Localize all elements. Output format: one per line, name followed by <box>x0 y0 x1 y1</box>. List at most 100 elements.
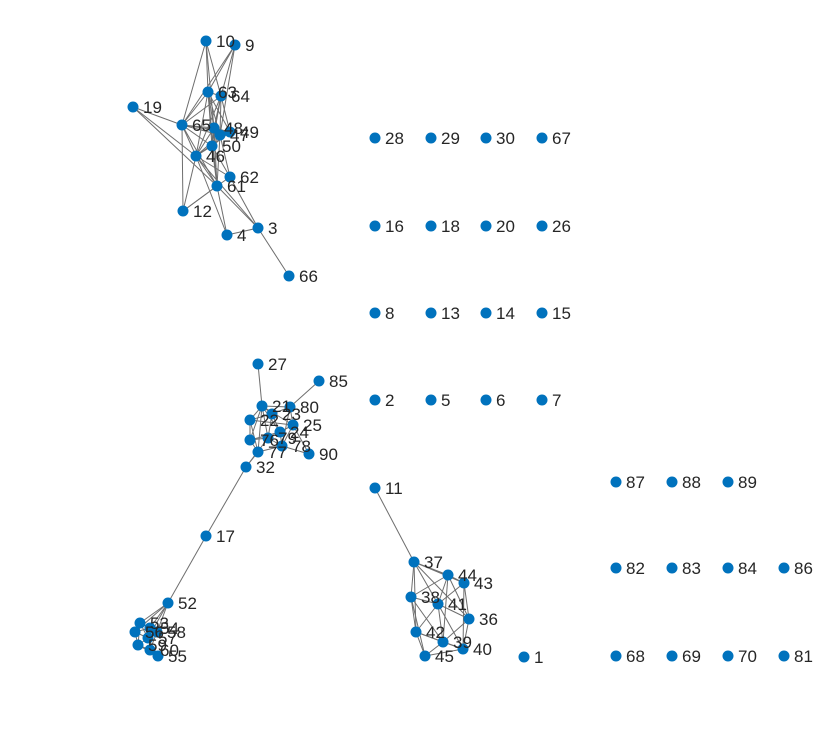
node-85 <box>313 375 325 387</box>
edge-9-63 <box>207 44 236 93</box>
node-label-53: 53 <box>150 614 169 633</box>
node-layer <box>127 35 790 663</box>
node-label-19: 19 <box>143 98 162 117</box>
edge-c1-c8 <box>257 405 263 453</box>
edge-10-65 <box>181 40 207 126</box>
node-41 <box>432 598 444 610</box>
node-label-54: 54 <box>160 619 179 638</box>
node-26 <box>536 220 548 232</box>
edge-61-3 <box>216 185 259 229</box>
node-44 <box>442 569 454 581</box>
node-label-27: 27 <box>268 355 287 374</box>
node-label-14: 14 <box>496 304 515 323</box>
edge-19-46 <box>132 106 197 157</box>
node-20 <box>480 220 492 232</box>
node-label-16: 16 <box>385 217 404 236</box>
node-37 <box>408 556 420 568</box>
node-46 <box>190 150 202 162</box>
node-label-67: 67 <box>552 129 571 148</box>
node-86 <box>778 562 790 574</box>
node-label-43: 43 <box>474 574 493 593</box>
node-label-79: 79 <box>278 429 297 448</box>
node-25 <box>287 419 299 431</box>
node-4 <box>221 229 233 241</box>
node-label-88: 88 <box>682 473 701 492</box>
node-55 <box>152 650 164 662</box>
node-57 <box>142 632 154 644</box>
node-label-30: 30 <box>496 129 515 148</box>
edge-44-39 <box>442 574 449 643</box>
node-label-64: 64 <box>231 87 250 106</box>
edge-3-66 <box>257 227 290 277</box>
edge-27-c1 <box>257 363 263 407</box>
edge-12-61 <box>182 185 218 212</box>
edge-41-36 <box>437 603 470 620</box>
node-label-20: 20 <box>496 217 515 236</box>
edge-10-48 <box>205 40 215 129</box>
node-label-47: 47 <box>230 126 249 145</box>
node-label-21: 21 <box>272 397 291 416</box>
edge-47-61 <box>216 134 221 187</box>
node-label-84: 84 <box>738 559 757 578</box>
node-66 <box>283 270 295 282</box>
node-11 <box>369 482 381 494</box>
node-label-59: 59 <box>148 636 167 655</box>
edge-9-47 <box>219 44 236 136</box>
edge-44-36 <box>447 574 470 620</box>
node-label-63: 63 <box>218 83 237 102</box>
node-15 <box>536 307 548 319</box>
node-label-50: 50 <box>222 137 241 156</box>
node-63 <box>202 86 214 98</box>
node-87 <box>610 476 622 488</box>
node-45 <box>419 650 431 662</box>
node-label-28: 28 <box>385 129 404 148</box>
edge-41-40 <box>437 603 464 650</box>
node-label-81: 81 <box>794 647 813 666</box>
edge-63-49 <box>207 91 231 133</box>
node-label-78: 78 <box>292 437 311 456</box>
node-89 <box>722 476 734 488</box>
node-3 <box>252 222 264 234</box>
node-47 <box>214 129 226 141</box>
node-label-7: 7 <box>552 391 561 410</box>
edge-63-46 <box>195 91 209 157</box>
edge-64-46 <box>195 95 222 157</box>
node-23 <box>266 408 278 420</box>
edge-63-65 <box>181 91 209 126</box>
node-42 <box>410 626 422 638</box>
node-69 <box>666 650 678 662</box>
node-label-15: 15 <box>552 304 571 323</box>
node-90 <box>303 448 315 460</box>
edge-61-4 <box>216 185 228 236</box>
node-label-68: 68 <box>626 647 645 666</box>
node-65 <box>176 119 188 131</box>
edge-65-12 <box>181 124 184 212</box>
edge-46-62 <box>195 155 231 178</box>
node-label-49: 49 <box>240 123 259 142</box>
node-32 <box>240 461 252 473</box>
edge-46-3 <box>195 155 259 229</box>
edge-11-37 <box>374 487 415 563</box>
node-label-17: 17 <box>216 527 235 546</box>
edge-52-b1 <box>139 602 169 624</box>
edge-46-12 <box>182 155 197 212</box>
node-label-6: 6 <box>496 391 505 410</box>
edge-65-46 <box>181 124 197 157</box>
node-label-41: 41 <box>448 595 467 614</box>
edge-43-41 <box>437 582 465 605</box>
node-61 <box>211 180 223 192</box>
edge-38-42 <box>410 596 417 633</box>
node-label-5: 5 <box>441 391 450 410</box>
node-label-58: 58 <box>167 623 186 642</box>
edge-64-49 <box>220 95 231 133</box>
node-82 <box>610 562 622 574</box>
node-label-24: 24 <box>290 423 309 442</box>
node-36 <box>463 613 475 625</box>
node-8 <box>369 307 381 319</box>
node-24 <box>274 426 286 438</box>
node-9 <box>229 39 241 51</box>
node-label-38: 38 <box>421 588 440 607</box>
node-17 <box>200 530 212 542</box>
node-label-36: 36 <box>479 610 498 629</box>
node-label-4: 4 <box>237 226 246 245</box>
